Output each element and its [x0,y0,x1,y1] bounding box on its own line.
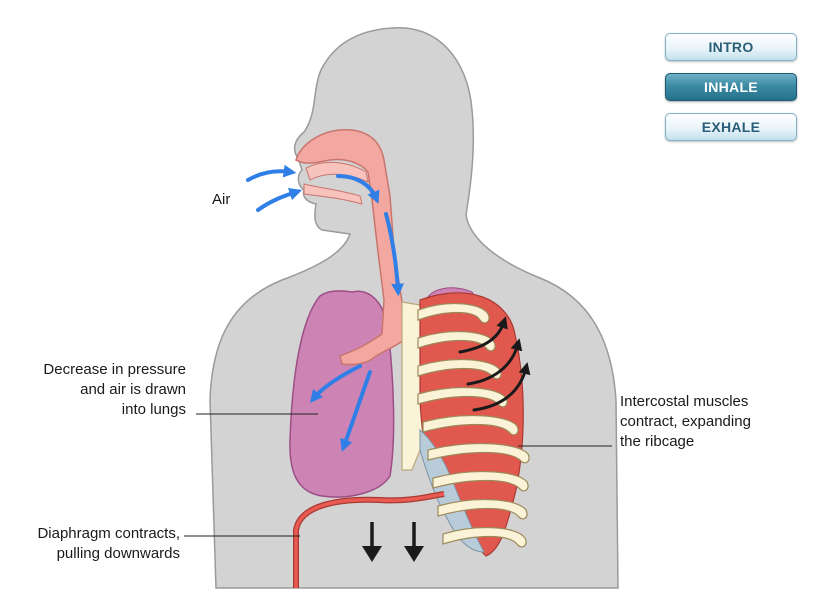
air-flow-arrow-icon [246,164,404,453]
rib [432,471,529,492]
leader-lines [184,413,612,537]
diaphragm-line-1: Diaphragm contracts, [37,525,180,542]
intro-button[interactable]: INTRO [665,33,797,61]
cartilage [419,428,485,553]
air-label: Air [212,191,231,208]
rib [417,387,508,408]
exhale-button[interactable]: EXHALE [665,113,797,141]
intercostal-label: Intercostal muscles contract, expanding … [620,392,751,452]
intercostal-line-2: contract, expanding [620,413,751,430]
mouth-passage [303,183,363,205]
rib [437,499,528,520]
rib [427,443,530,464]
rib [417,303,490,324]
pressure-line-3: into lungs [121,401,186,418]
nasal-passage [305,161,369,183]
rib [417,359,502,380]
ribcage [417,292,530,557]
inhale-button[interactable]: INHALE [665,73,797,101]
pressure-line-1: Decrease in pressure [43,361,186,378]
pressure-line-2: and air is drawn [80,381,186,398]
down-arrow-icon [362,522,424,562]
intercostal-line-1: Intercostal muscles [620,393,749,410]
curved-motion-arrow-icon [458,316,531,412]
rib [442,527,527,548]
rib [417,331,496,352]
airway [295,129,405,366]
rib [422,415,519,436]
diaphragm-label: Diaphragm contracts, pulling downwards [37,524,180,564]
intercostal-line-3: the ribcage [620,433,695,450]
diaphragm-line-2: pulling downwards [56,545,180,562]
pressure-label: Decrease in pressure and air is drawn in… [43,360,186,420]
